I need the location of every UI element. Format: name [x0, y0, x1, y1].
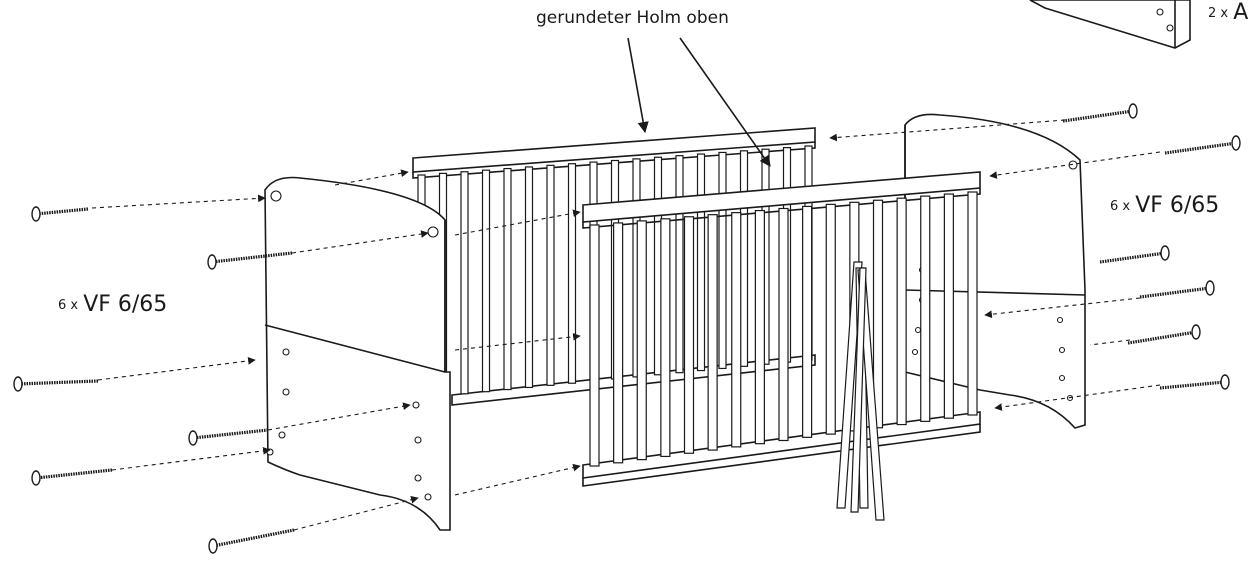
front-rail-bar [683, 216, 695, 454]
front-rail-bar [920, 195, 931, 422]
screw [208, 528, 295, 554]
callout-arrows [627, 37, 771, 167]
screw [31, 206, 89, 222]
front-rail-bar [613, 222, 624, 464]
front-side-rail [582, 171, 981, 487]
screw [207, 251, 293, 270]
back-rail-bar [481, 169, 491, 393]
screw [1139, 280, 1215, 299]
front-rail-bar [872, 199, 884, 429]
front-rail-bar [943, 193, 954, 419]
screw [1099, 245, 1170, 264]
front-rail-bar [707, 214, 718, 451]
screw-qty-left: 6 x [58, 298, 79, 313]
screw-qty-right: 6 x [1110, 199, 1131, 214]
back-rail-bar [718, 151, 727, 370]
front-rail-bar [967, 191, 978, 416]
front-rail-bar [802, 205, 813, 438]
back-rail-bar [524, 166, 534, 389]
front-rail-bar [896, 197, 907, 426]
screw [31, 468, 113, 486]
front-rail-bar [825, 203, 836, 435]
left-end-panel [264, 176, 451, 531]
callout-label: gerundeter Holm oben [536, 8, 729, 28]
screw-label-right: 6 x VF 6/65 [1110, 193, 1219, 218]
front-rail-bar [731, 212, 742, 448]
screws [13, 103, 1241, 554]
screw [1159, 374, 1230, 390]
back-rail-bar [739, 150, 749, 367]
part-qty-top-right: 2 x [1208, 6, 1229, 21]
screw [13, 376, 99, 392]
back-rail-bar [546, 164, 555, 386]
back-rail-bar [696, 153, 706, 372]
loose-bars [836, 261, 885, 521]
dashed-connections [91, 119, 1161, 531]
back-rail-bar [503, 167, 512, 391]
screw [1062, 103, 1138, 123]
front-rail-bar [660, 218, 671, 458]
part-label-top-right: 2 x A [1208, 0, 1248, 25]
front-rail-bar [754, 209, 765, 445]
front-rail-bar [589, 224, 600, 467]
back-rail-bar [567, 163, 577, 384]
part-code-top-right: A [1233, 0, 1248, 25]
screw-label-left: 6 x VF 6/65 [58, 292, 167, 317]
screw-code-left: VF 6/65 [83, 292, 168, 317]
screw [1164, 135, 1241, 155]
right-end-panel [904, 113, 1086, 429]
front-rail-bar [636, 220, 647, 461]
front-rail-bar [778, 207, 789, 442]
screw [1127, 324, 1201, 345]
back-rail-bar [460, 171, 469, 395]
screw [188, 428, 269, 446]
back-rail-bar [675, 155, 684, 374]
top-right-part [1029, 0, 1191, 49]
screw-code-right: VF 6/65 [1135, 193, 1220, 218]
